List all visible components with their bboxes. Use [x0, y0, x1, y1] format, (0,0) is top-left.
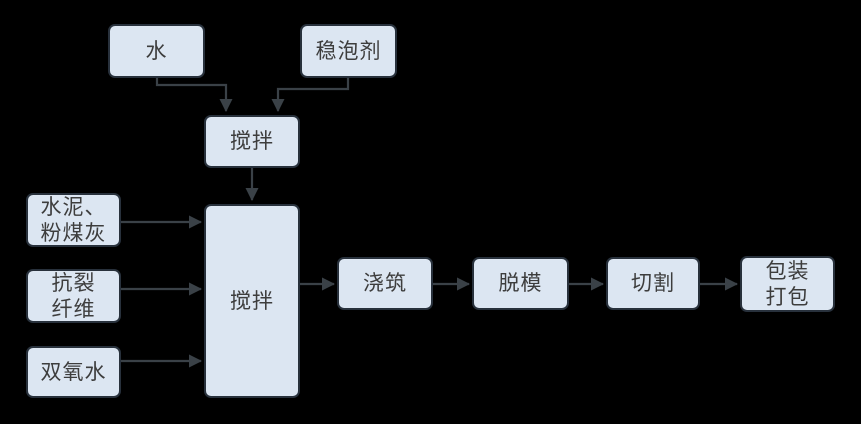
- node-water: 水: [108, 24, 205, 78]
- arrow-stabilizer-to-mix1: [271, 78, 350, 113]
- node-label-cutting: 切割: [631, 271, 675, 296]
- node-label-anticrack-fiber: 抗裂 纤维: [51, 270, 96, 321]
- node-label-foam-stabilizer: 稳泡剂: [315, 38, 382, 63]
- arrow-water-to-mix1: [155, 78, 233, 113]
- node-pouring: 浇筑: [337, 257, 433, 310]
- node-label-pouring: 浇筑: [363, 271, 407, 296]
- node-label-peroxide: 双氧水: [40, 359, 107, 384]
- node-mix-2: 搅拌: [204, 204, 300, 398]
- node-anticrack-fiber: 抗裂 纤维: [26, 269, 121, 323]
- node-packing: 包装 打包: [740, 256, 835, 312]
- node-label-packing: 包装 打包: [765, 258, 810, 309]
- node-cutting: 切割: [606, 257, 700, 310]
- node-label-mix-2: 搅拌: [230, 288, 274, 313]
- node-label-cement-flyash: 水泥、 粉煤灰: [40, 194, 107, 245]
- node-label-water: 水: [145, 38, 168, 63]
- node-foam-stabilizer: 稳泡剂: [300, 24, 397, 78]
- node-cement-flyash: 水泥、 粉煤灰: [26, 193, 121, 247]
- node-label-demolding: 脱模: [498, 271, 543, 296]
- node-label-mix-1: 搅拌: [230, 129, 274, 154]
- node-peroxide: 双氧水: [26, 346, 121, 398]
- node-mix-1: 搅拌: [204, 115, 300, 168]
- node-demolding: 脱模: [472, 257, 569, 310]
